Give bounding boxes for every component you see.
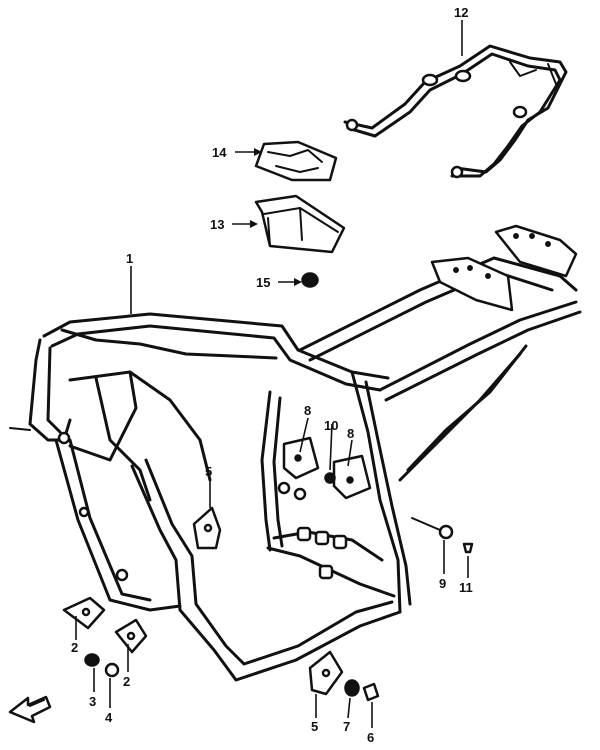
tool-bag-part-14[interactable] (254, 140, 338, 182)
callout-15: 15 (256, 275, 270, 290)
leader-lines (75, 20, 469, 728)
callout-11: 11 (459, 580, 473, 595)
washer-part-7[interactable] (344, 679, 360, 697)
seat-rail-part-12[interactable] (343, 44, 568, 179)
bracket-part-2-right[interactable] (114, 618, 148, 654)
callout-6: 6 (367, 730, 374, 745)
callout-5-upper: 5 (205, 464, 212, 479)
callout-2-right: 2 (123, 674, 130, 689)
callout-5-lower: 5 (311, 719, 318, 734)
cushion-part-15[interactable] (301, 272, 319, 288)
front-direction-arrow-icon (8, 695, 52, 724)
callout-13: 13 (210, 217, 224, 232)
bracket-part-5-upper[interactable] (192, 506, 222, 550)
callout-7: 7 (343, 719, 350, 734)
callout-1: 1 (126, 251, 133, 266)
bolt-part-9[interactable] (411, 517, 454, 540)
main-frame-part-1[interactable] (9, 224, 582, 682)
tool-tray-part-13[interactable] (254, 194, 346, 254)
bolt-part-10[interactable] (324, 472, 336, 484)
clip-part-11[interactable] (462, 542, 474, 554)
callout-4: 4 (105, 710, 113, 725)
bracket-part-2-left[interactable] (62, 596, 106, 630)
nut-part-6[interactable] (362, 682, 380, 702)
callout-8-right: 8 (347, 426, 354, 441)
callout-14: 14 (212, 145, 227, 160)
callout-12: 12 (454, 5, 468, 20)
callout-2-left: 2 (71, 640, 78, 655)
nut-part-4[interactable] (104, 662, 120, 678)
callout-8-left: 8 (304, 403, 311, 418)
callout-labels: 1 12 14 13 15 8 10 8 5 2 2 3 4 5 7 6 9 1… (71, 5, 473, 745)
callout-3: 3 (89, 694, 96, 709)
callout-10: 10 (324, 418, 338, 433)
washer-part-3[interactable] (84, 653, 100, 667)
bracket-part-5-lower[interactable] (308, 650, 344, 696)
callout-9: 9 (439, 576, 446, 591)
